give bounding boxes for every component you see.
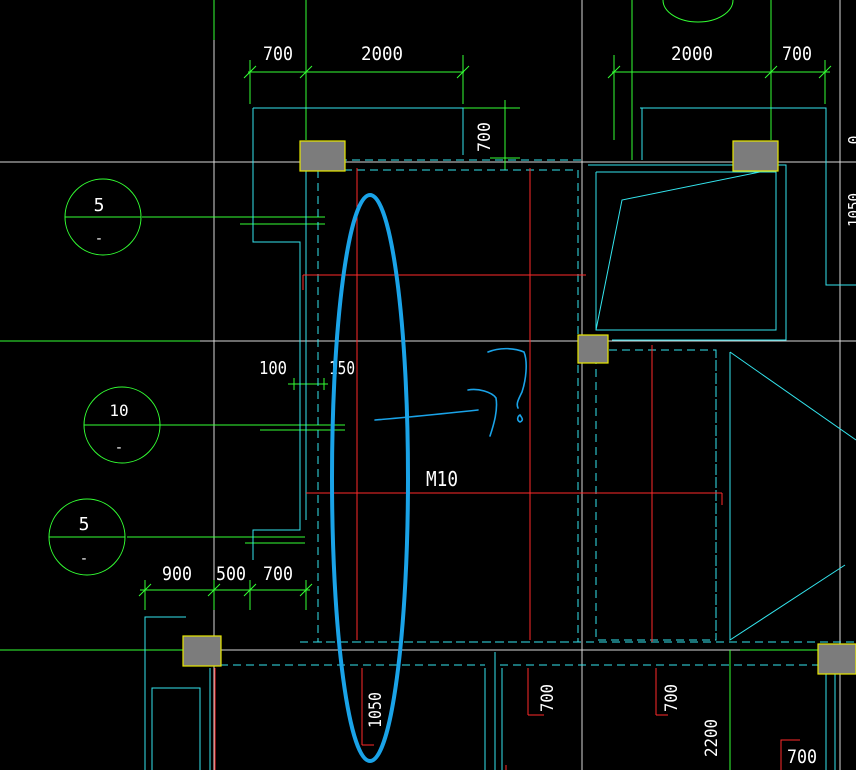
column-top-left xyxy=(299,140,346,172)
dim-bottom-2200: 2200 xyxy=(702,719,722,757)
axis-bubble-1-bottom: - xyxy=(95,231,103,247)
axis-bubble-2: 10 - xyxy=(83,386,161,464)
highlight-ellipse xyxy=(330,193,410,763)
markup-annotations xyxy=(330,193,527,763)
markup-scribble xyxy=(487,347,527,423)
slab-outlines xyxy=(144,107,856,770)
axis-bubble-2-top: 10 xyxy=(109,401,128,420)
axis-bubble-1-top: 5 xyxy=(94,195,105,216)
dim-bottom-700a: 700 xyxy=(538,684,558,712)
dim-top-right-2000: 2000 xyxy=(671,43,713,65)
dim-top-right-700: 700 xyxy=(782,43,812,65)
dimension-texts: 700 2000 2000 700 700 100 150 900 500 70… xyxy=(162,43,856,768)
markup-arrow-stroke xyxy=(374,388,498,437)
dim-bottom-700b: 700 xyxy=(662,684,682,712)
axis-bubble-3-top: 5 xyxy=(79,514,90,535)
dim-edge-right-top: 1050 xyxy=(845,193,856,227)
axis-bubble-2-bottom: - xyxy=(115,440,123,456)
dim-bottom-500: 500 xyxy=(216,563,246,585)
dim-top-left-700: 700 xyxy=(263,43,293,65)
column-bottom-right xyxy=(817,643,856,675)
column-bottom-left xyxy=(182,635,222,667)
dim-vertical-700: 700 xyxy=(475,122,495,152)
rebar-lines xyxy=(214,168,800,770)
dim-bottom-700: 700 xyxy=(263,563,293,585)
column-top-right xyxy=(732,140,779,172)
dim-left-100: 100 xyxy=(259,358,287,379)
door-mark-label: M10 xyxy=(426,467,458,491)
dim-edge-right-small: 0 xyxy=(845,135,856,144)
dim-bottom-right-700: 700 xyxy=(787,746,817,768)
axis-bubble-3-bottom: - xyxy=(80,551,88,567)
axis-bubble-partial-top xyxy=(662,0,734,23)
dim-bottom-900: 900 xyxy=(162,563,192,585)
axis-bubble-1: 5 - xyxy=(64,178,142,256)
structural-columns xyxy=(182,140,856,675)
dim-top-left-2000: 2000 xyxy=(361,43,403,65)
dim-bottom-1050: 1050 xyxy=(366,692,386,728)
axis-bubble-3: 5 - xyxy=(48,498,126,576)
column-middle xyxy=(577,334,609,364)
